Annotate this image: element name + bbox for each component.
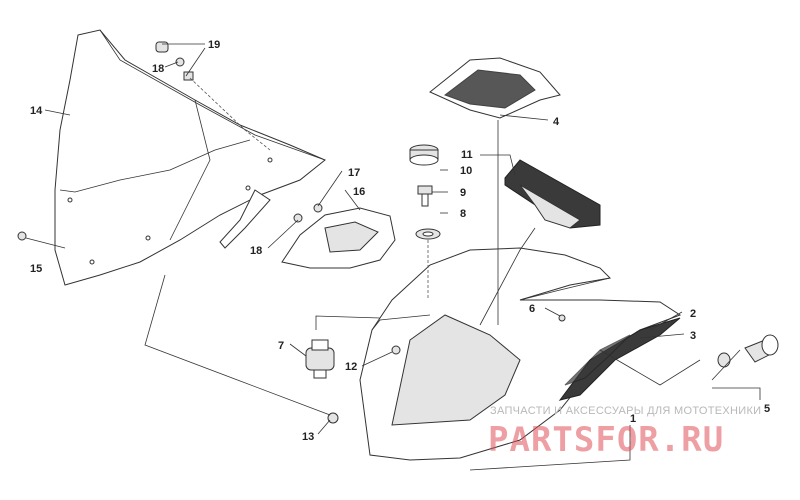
key-part-9: [417, 185, 433, 207]
windshield-part-14: [54, 29, 326, 286]
leader-18-lower: [267, 219, 299, 249]
nut-part-19b: [183, 71, 194, 81]
leader-12: [361, 351, 393, 367]
callout-2: 2: [690, 308, 696, 320]
callout-14: 14: [30, 105, 43, 117]
callout-17: 17: [348, 167, 360, 179]
leader-16: [344, 189, 361, 211]
leader-17: [317, 170, 343, 207]
assembly-line-5: [599, 349, 701, 386]
storage-box-part-11: [504, 159, 601, 229]
callout-19: 19: [208, 39, 220, 51]
callout-16: 16: [353, 186, 365, 198]
callout-3: 3: [690, 330, 696, 342]
leader-5: [712, 387, 761, 400]
leader-19b: [185, 47, 206, 77]
leader-2: [649, 311, 683, 331]
clip-part-19: [155, 41, 169, 53]
screw-part-18-top: [175, 57, 185, 67]
cap-part-10: [409, 144, 439, 166]
screw-part-17: [313, 203, 323, 213]
watermark-logo: PARTSFOR.RU: [488, 420, 725, 460]
callout-18-top: 18: [152, 63, 164, 75]
callout-11: 11: [461, 149, 473, 161]
screw-part-12: [391, 345, 401, 355]
assembly-line-11: [479, 227, 536, 326]
leader-13: [317, 419, 331, 435]
leader-4: [499, 114, 549, 121]
leader-7: [289, 343, 307, 357]
callout-13: 13: [302, 431, 314, 443]
lock-part-5: [717, 334, 779, 368]
leader-18-top: [164, 61, 179, 68]
assembly-line-7: [315, 315, 381, 330]
fastener-part-13: [327, 412, 339, 424]
net-tray-part-4: [429, 57, 561, 119]
grommet-part-8: [415, 228, 441, 240]
windshield-bracket: [219, 189, 271, 249]
decal-part-3: [564, 334, 631, 386]
watermark-subtitle: ЗАПЧАСТИ И АКСЕССУАРЫ ДЛЯ МОТОТЕХНИКИ: [490, 405, 762, 417]
leader-14: [44, 109, 71, 116]
callout-9: 9: [460, 187, 466, 199]
leader-3: [639, 333, 685, 339]
fastener-part-15: [17, 231, 27, 241]
leader-15: [25, 237, 66, 249]
assembly-line-13: [144, 274, 331, 416]
callout-15: 15: [30, 263, 42, 275]
leader-6: [544, 307, 561, 317]
callout-10: 10: [460, 165, 472, 177]
callout-18-lower: 18: [250, 245, 262, 257]
hood-part-1: [359, 247, 682, 461]
leader-11: [480, 154, 516, 176]
screw-part-18-lower: [293, 213, 303, 223]
callout-5: 5: [764, 403, 770, 415]
assembly-line-5b: [711, 349, 741, 381]
screw-part-6: [558, 314, 566, 322]
callout-7: 7: [278, 340, 284, 352]
callout-12: 12: [345, 361, 357, 373]
leader-1: [469, 425, 631, 471]
side-cover-part-16: [281, 207, 396, 269]
callout-4: 4: [553, 116, 560, 128]
callout-6: 6: [529, 303, 535, 315]
sensor-part-7: [305, 339, 335, 379]
callout-1: 1: [630, 413, 636, 425]
callout-8: 8: [460, 208, 466, 220]
